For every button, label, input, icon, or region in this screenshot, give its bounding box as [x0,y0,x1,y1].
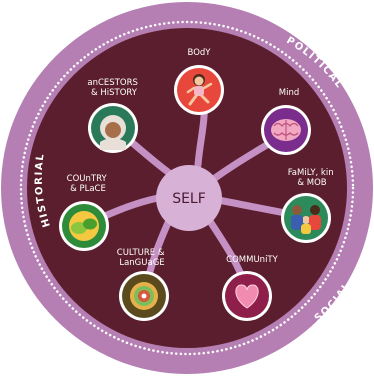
node-family-label: FaMiLY, kin & MOB [288,168,337,188]
node-body-label: BOdY [188,48,212,58]
brain-icon [271,119,301,141]
node-culture: CULTURE & LanGUaGE [117,248,169,321]
node-country: COUnTRY & PLaCE [59,174,109,251]
flower-icon [130,282,158,310]
center-node [156,165,222,231]
node-country-label: COUnTRY & PLaCE [67,174,110,194]
node-body: BOdY [174,48,224,115]
leaves-icon [69,211,99,241]
node-community: COMMUniTY [222,255,279,321]
dotted-border [19,20,355,356]
heart-icon [235,284,259,309]
elder-icon [100,115,126,150]
family-icon [291,205,321,234]
node-culture-label: CULTURE & LanGUaGE [117,248,167,268]
node-ancestors: anCESTORS & HiSTORY [87,78,140,153]
center-label: SELF [172,191,206,207]
girl-running-icon [186,74,213,106]
node-family: FaMiLY, kin & MOB [281,168,337,243]
node-mind: Mind [261,88,311,155]
node-mind-label: Mind [279,88,299,98]
node-ancestors-label: anCESTORS & HiSTORY [87,78,140,98]
node-community-label: COMMUniTY [226,255,278,265]
